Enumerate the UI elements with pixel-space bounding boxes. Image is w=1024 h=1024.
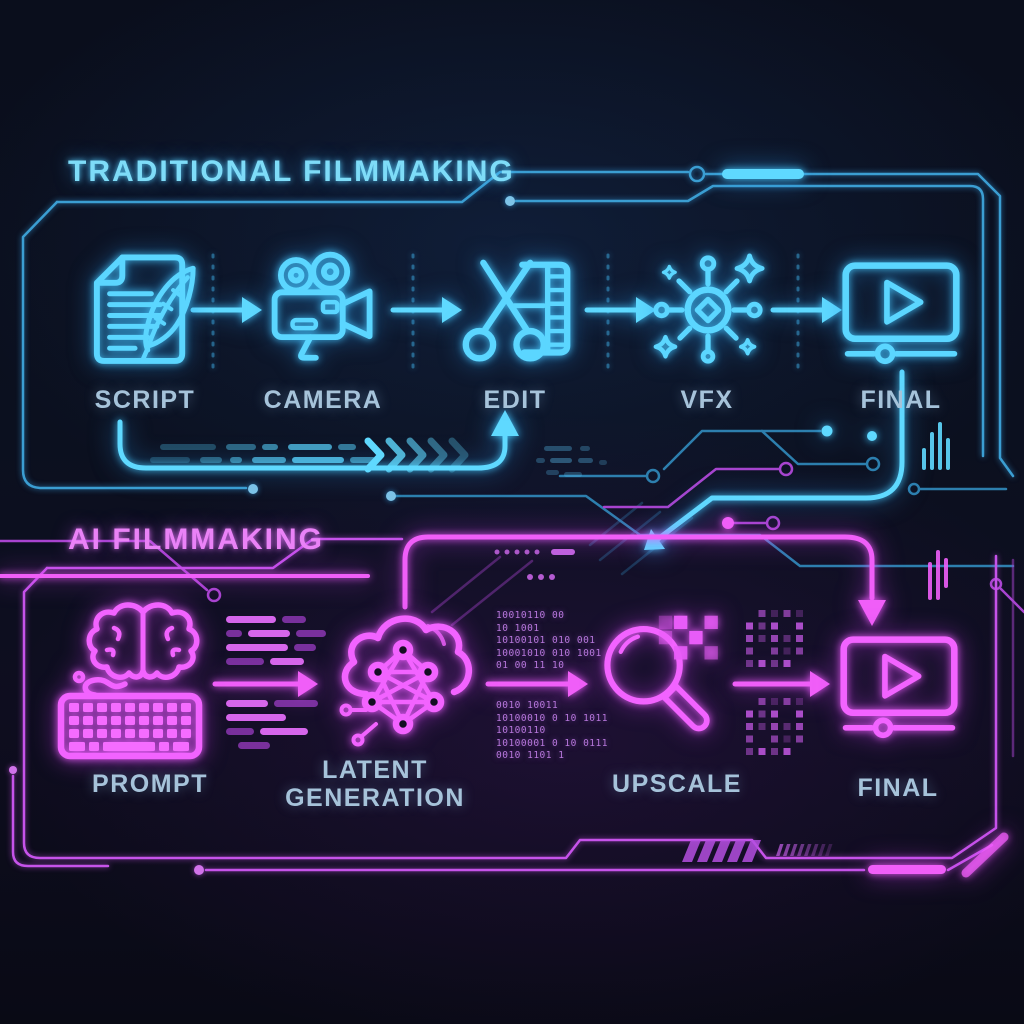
dot-row-decoration — [494, 549, 575, 580]
code-line-decoration — [226, 616, 326, 749]
stage-label-prompt: PROMPT — [92, 770, 208, 798]
hatch-bars — [682, 840, 833, 862]
ai-header: AI FILMMAKING — [68, 523, 324, 556]
latent-generation-icon — [339, 615, 472, 747]
faint-dash-cluster — [536, 446, 607, 477]
arrow-prompt-to-latent — [212, 671, 318, 697]
speed-dashes — [150, 444, 376, 463]
stage-label-final-traditional: FINAL — [860, 386, 942, 414]
ai-section-frame — [9, 537, 998, 875]
traditional-section-frame — [21, 165, 1015, 501]
traditional-header: TRADITIONAL FILMMAKING — [68, 155, 515, 188]
stage-label-final-ai: FINAL — [857, 774, 939, 802]
upscale-icon — [604, 615, 718, 732]
loop-up-arrowhead — [491, 410, 519, 436]
frame-highlight-capsule — [868, 865, 946, 874]
stage-label-script: SCRIPT — [94, 386, 196, 414]
traditional-feedback-loop — [117, 410, 519, 471]
cyan-equalizer-bars — [922, 422, 950, 470]
final-player-icon-traditional — [842, 262, 960, 365]
stage-label-upscale: UPSCALE — [612, 770, 742, 798]
script-icon — [93, 254, 196, 364]
binary-code-block-top: 10010110 00 10 1001 10100101 010 001 100… — [496, 610, 602, 671]
arrow-upscale-to-final — [732, 671, 830, 697]
vfx-icon — [653, 253, 765, 364]
chevron-decoration — [364, 437, 469, 473]
loop-down-arrowhead — [858, 600, 886, 626]
magenta-equalizer-bars — [928, 550, 948, 600]
stage-separator-dashes — [211, 253, 800, 374]
prompt-icon — [57, 602, 203, 760]
arrow-camera-to-edit — [390, 297, 462, 323]
binary-code-block-bottom: 0010 10011 10100010 0 10 1011 10100110 1… — [496, 700, 608, 761]
arrow-vfx-to-final — [770, 297, 842, 323]
pixel-dot-grids — [746, 610, 803, 755]
stage-label-vfx: VFX — [680, 386, 734, 414]
camera-icon — [271, 251, 373, 361]
frame-highlight-capsule — [722, 169, 804, 179]
ai-routing-loop — [0, 517, 1009, 878]
arrow-latent-to-upscale — [485, 671, 588, 697]
corner-accent — [961, 832, 1009, 878]
arrow-edit-to-vfx — [584, 297, 656, 323]
final-player-icon-ai — [840, 636, 958, 739]
edit-icon — [462, 259, 571, 362]
stage-label-edit: EDIT — [483, 386, 547, 414]
stage-label-latent-generation: LATENT GENERATION — [285, 756, 465, 812]
stage-label-camera: CAMERA — [263, 386, 383, 414]
arrow-script-to-camera — [190, 297, 262, 323]
